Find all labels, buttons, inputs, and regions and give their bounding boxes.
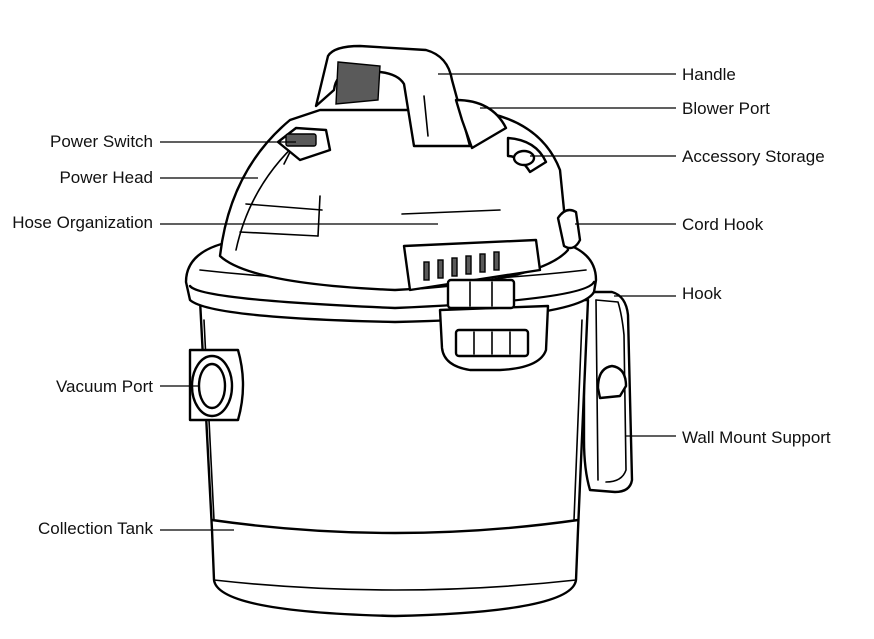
cord-hook-shape (556, 208, 582, 250)
vent-slats (423, 251, 500, 281)
label-accessory-storage: Accessory Storage (682, 147, 825, 166)
label-handle: Handle (682, 65, 736, 84)
bracket-hook (596, 364, 628, 400)
vacuum-port (188, 348, 245, 422)
wall-mount-bracket (582, 290, 634, 494)
handle (314, 44, 472, 148)
label-hook: Hook (682, 284, 722, 303)
label-collection-tank: Collection Tank (38, 519, 153, 538)
label-blower-port: Blower Port (682, 99, 770, 118)
accessory-storage (506, 136, 548, 174)
label-hose-organization: Hose Organization (12, 213, 153, 232)
front-latch (438, 304, 550, 372)
blower-port (454, 98, 508, 150)
label-wall-mount-support: Wall Mount Support (682, 428, 831, 447)
power-switch (276, 126, 332, 165)
label-cord-hook: Cord Hook (682, 215, 764, 234)
power-head (218, 108, 582, 292)
label-vacuum-port: Vacuum Port (56, 377, 153, 396)
mid-latch (446, 278, 516, 310)
label-power-head: Power Head (59, 168, 153, 187)
label-power-switch: Power Switch (50, 132, 153, 151)
leader-lines (160, 73, 676, 531)
